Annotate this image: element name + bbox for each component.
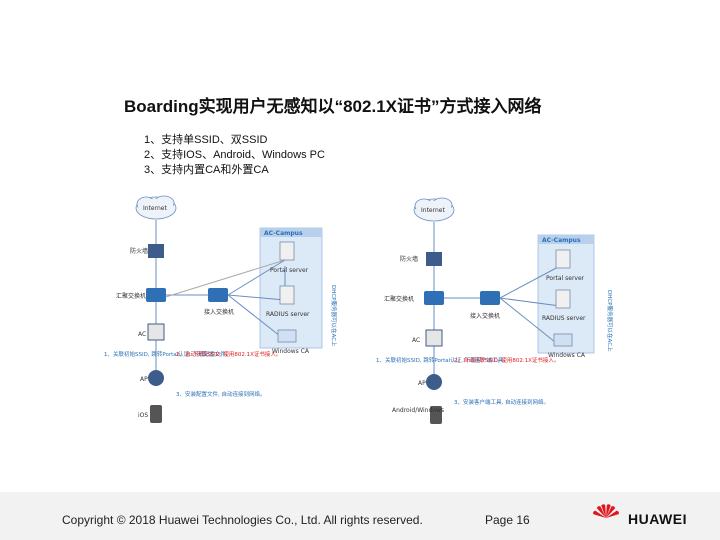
ap-label: AP [418, 380, 426, 387]
connection-lines [433, 222, 561, 374]
android-device-icon [430, 406, 442, 424]
access-point-icon [148, 370, 164, 386]
portal-server-label: Portal server [270, 267, 309, 274]
windows-ca-icon [277, 329, 297, 343]
portal-server-icon [279, 241, 295, 261]
page-number: Page 16 [485, 513, 530, 527]
firewall-label: 防火墙 [130, 247, 148, 255]
windows-ca-icon [553, 333, 573, 347]
access-switch-label: 接入交换机 [470, 312, 500, 320]
ac-campus-header [260, 228, 322, 237]
ac-campus-label: AC-Campus [264, 230, 303, 237]
firewall-label: 防火墙 [400, 255, 418, 263]
ios-device-icon [150, 405, 162, 423]
ac-campus-header [538, 235, 594, 244]
radius-server-icon [555, 289, 571, 309]
ap-label: AP [140, 376, 148, 383]
copyright-text: Copyright © 2018 Huawei Technologies Co.… [62, 513, 423, 527]
access-point-icon [426, 374, 442, 390]
feature-item: 2、支持IOS、Android、Windows PC [144, 149, 325, 161]
access-switch-icon [480, 291, 500, 305]
ac-label: AC [138, 331, 146, 338]
portal-server-icon [555, 249, 571, 269]
ac-label: AC [412, 337, 420, 344]
aggregation-switch-label: 汇聚交换机 [116, 292, 146, 300]
access-switch-icon [208, 288, 228, 302]
radius-server-label: RADIUS server [542, 315, 586, 322]
dhcp-note: DHCP服务器可以在AC上 [606, 290, 614, 352]
network-diagram-android-windows: AC-Campus Internet 防火墙 汇聚交换机 接入交换机 AC AP… [376, 197, 614, 424]
step-3-note: 3、安装客户端工具, 自动连接到网络。 [454, 398, 549, 406]
aggregation-switch-icon [424, 291, 444, 305]
internet-cloud-icon [135, 195, 177, 220]
feature-item: 1、支持单SSID、双SSID [144, 134, 268, 146]
portal-server-label: Portal server [546, 275, 585, 282]
firewall-icon [426, 252, 442, 266]
step-2-note: 2、自动获取SSID, 使用802.1X证书接入。 [454, 356, 559, 364]
radius-server-label: RADIUS server [266, 311, 310, 318]
windows-ca-label: Windows CA [272, 348, 310, 355]
page-title: Boarding实现用户无感知以“802.1X证书”方式接入网络 [124, 97, 542, 116]
internet-label: Internet [143, 205, 167, 212]
aggregation-switch-label: 汇聚交换机 [384, 295, 414, 303]
windows-ca-label: Windows CA [548, 352, 586, 359]
radius-server-icon [279, 285, 295, 305]
firewall-icon [148, 244, 164, 258]
step-2-note: 2、自动获取SSID, 使用802.1X证书接入。 [176, 350, 281, 358]
huawei-logo-icon [593, 504, 619, 518]
step-1-note: 1、关联初始SSID, 跳转Portal认证, 下载客户端工具。 [376, 356, 509, 364]
feature-list: 1、支持单SSID、双SSID 2、支持IOS、Android、Windows … [144, 133, 325, 178]
internet-cloud-icon [413, 197, 455, 222]
step-3-note: 3、安装配置文件, 自动连接到网络。 [176, 390, 266, 398]
ac-campus-label: AC-Campus [542, 237, 581, 244]
brand-name: HUAWEI [628, 511, 687, 527]
terminal-label: iOS [138, 412, 148, 419]
ac-controller-icon [425, 329, 443, 347]
aggregation-switch-icon [146, 288, 166, 302]
connection-lines [155, 220, 286, 370]
feature-item: 3、支持内置CA和外置CA [144, 164, 269, 176]
access-switch-label: 接入交换机 [204, 308, 234, 316]
ac-controller-icon [147, 323, 165, 341]
step-1-note: 1、关联初始SSID, 跳转Portal认证, 下载配置文件。 [104, 350, 231, 358]
network-diagram-ios: AC-Campus Internet 防火墙 汇聚交换机 接入交换机 AC AP… [104, 195, 338, 423]
internet-label: Internet [421, 207, 445, 214]
dhcp-note: DHCP服务器可以在AC上 [330, 285, 338, 347]
terminal-label: Android/Windows [392, 407, 444, 414]
